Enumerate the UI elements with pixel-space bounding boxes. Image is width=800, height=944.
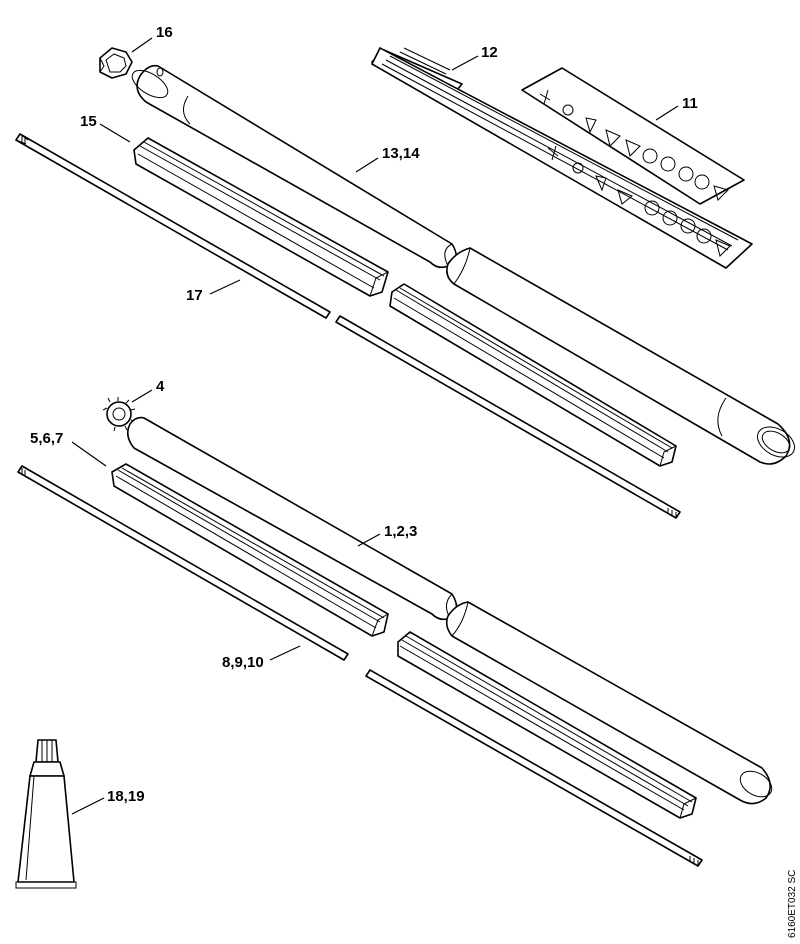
decal-part-12	[371, 47, 753, 269]
label-part-17: 17	[186, 287, 203, 304]
drive-tube-part-13-14	[131, 64, 795, 465]
label-part-13-14: 13,14	[382, 145, 420, 162]
clamp-ring-part-16	[99, 47, 133, 79]
liner-part-5-6-7	[111, 463, 697, 819]
drive-shaft-part-17	[15, 133, 681, 519]
label-part-11: 11	[682, 95, 698, 112]
grease-tube-part-18-19	[15, 739, 77, 889]
drive-tube-part-1-2-3	[126, 416, 773, 805]
decal-part-11	[521, 67, 745, 205]
label-part-18-19: 18,19	[107, 788, 145, 805]
liner-part-15	[133, 137, 677, 467]
leader-lines	[71, 37, 679, 815]
label-part-16: 16	[156, 24, 173, 41]
drive-shaft-part-8-9-10	[17, 465, 703, 867]
label-part-15: 15	[80, 113, 97, 130]
label-part-8-9-10: 8,9,10	[222, 654, 264, 671]
label-part-12: 12	[481, 44, 498, 61]
drawing-code: 6160ET032 SC	[787, 870, 798, 938]
label-part-1-2-3: 1,2,3	[384, 523, 417, 540]
label-part-4: 4	[156, 378, 165, 395]
label-part-5-6-7: 5,6,7	[30, 430, 63, 447]
circlip-part-4	[102, 397, 136, 432]
